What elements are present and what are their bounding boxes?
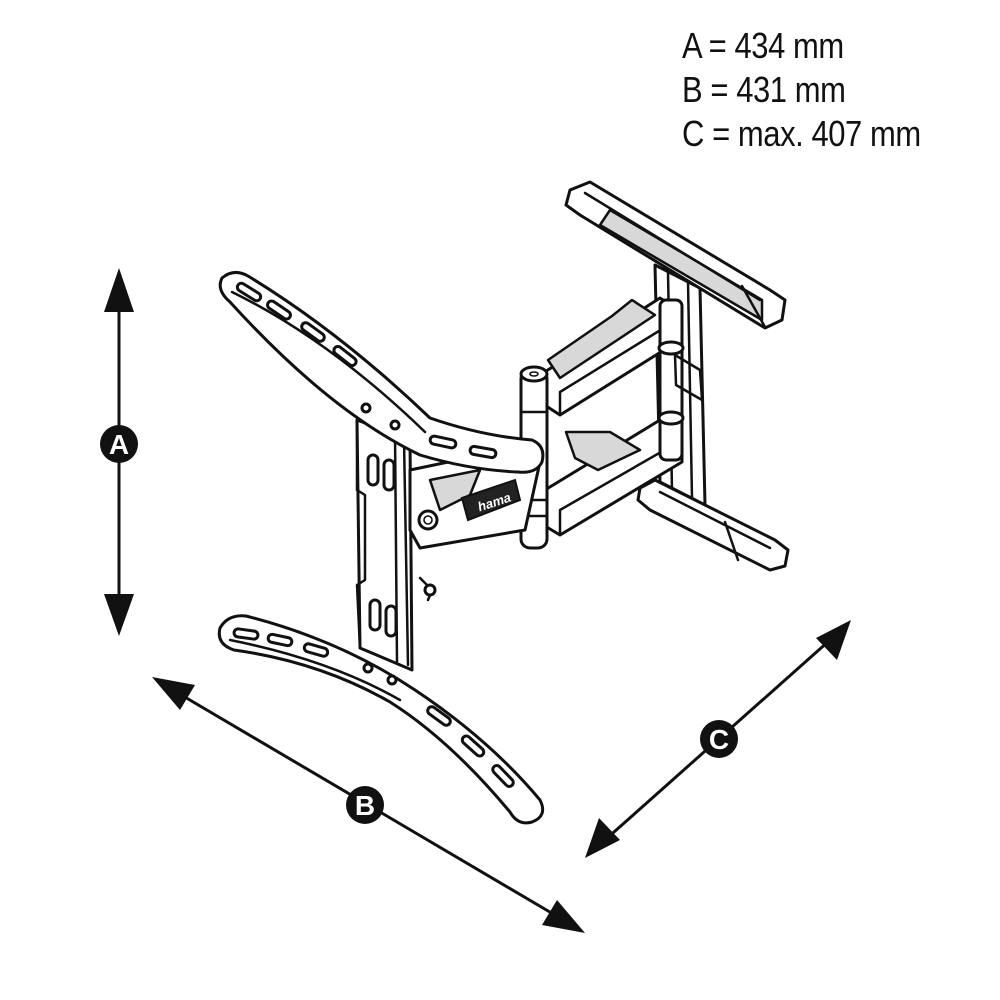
marker-b-label: B [355, 790, 375, 821]
hinge-cap [519, 365, 549, 383]
dimension-c: C [585, 620, 851, 858]
arrow-head-b-left [152, 677, 195, 710]
dimension-b: B [152, 677, 585, 933]
dimension-spec-list: A = 434 mm B = 431 mm C = max. 407 mm [682, 24, 960, 156]
marker-a-label: A [109, 429, 129, 460]
marker-c-label: C [709, 724, 729, 755]
spec-c: C = max. 407 mm [682, 113, 921, 154]
arrow-head-c-right [816, 620, 851, 660]
arrow-head-up [104, 268, 134, 312]
arrow-head-c-left [585, 818, 620, 858]
upper-rail [218, 271, 545, 474]
tv-bracket: hama [217, 271, 545, 825]
spec-b: B = 431 mm [682, 69, 846, 110]
brand-plate [460, 478, 522, 522]
arrow-head-down [104, 594, 134, 636]
articulating-arm [519, 296, 704, 550]
dimension-a: A [100, 268, 138, 636]
spec-a: A = 434 mm [682, 25, 844, 66]
arrow-head-b-right [542, 900, 585, 933]
